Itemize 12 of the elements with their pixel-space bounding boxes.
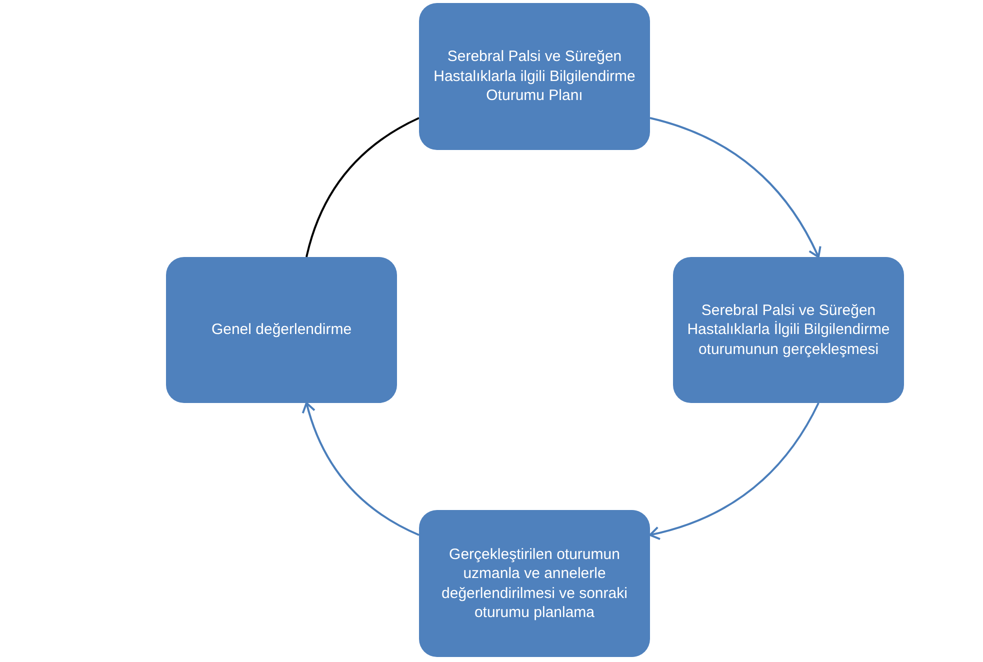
box-text: Genel değerlendirme: [211, 320, 352, 340]
box-text: Serebral Palsi ve Süreğen Hastalıklarla ilgili Bilgilendirme Oturumu Planı: [432, 47, 636, 106]
curved-line: [306, 117, 420, 258]
process-box: [419, 510, 650, 657]
process-box: [419, 3, 650, 150]
box-text: Serebral Palsi ve Süreğen Hastalıklarla İlgili Bilgilendirme oturumunun gerçekleşmesi: [686, 300, 891, 360]
box-text: Gerçekleştirilen oturumun uzmanla ve annelerle değerlendirilmesi ve sonraki oturumu planlama: [440, 544, 628, 622]
curved-arrow: [650, 117, 821, 258]
curved-arrow: [649, 402, 820, 540]
curved-arrow: [302, 402, 420, 536]
process-box: [166, 257, 397, 403]
process-box: [673, 257, 904, 403]
